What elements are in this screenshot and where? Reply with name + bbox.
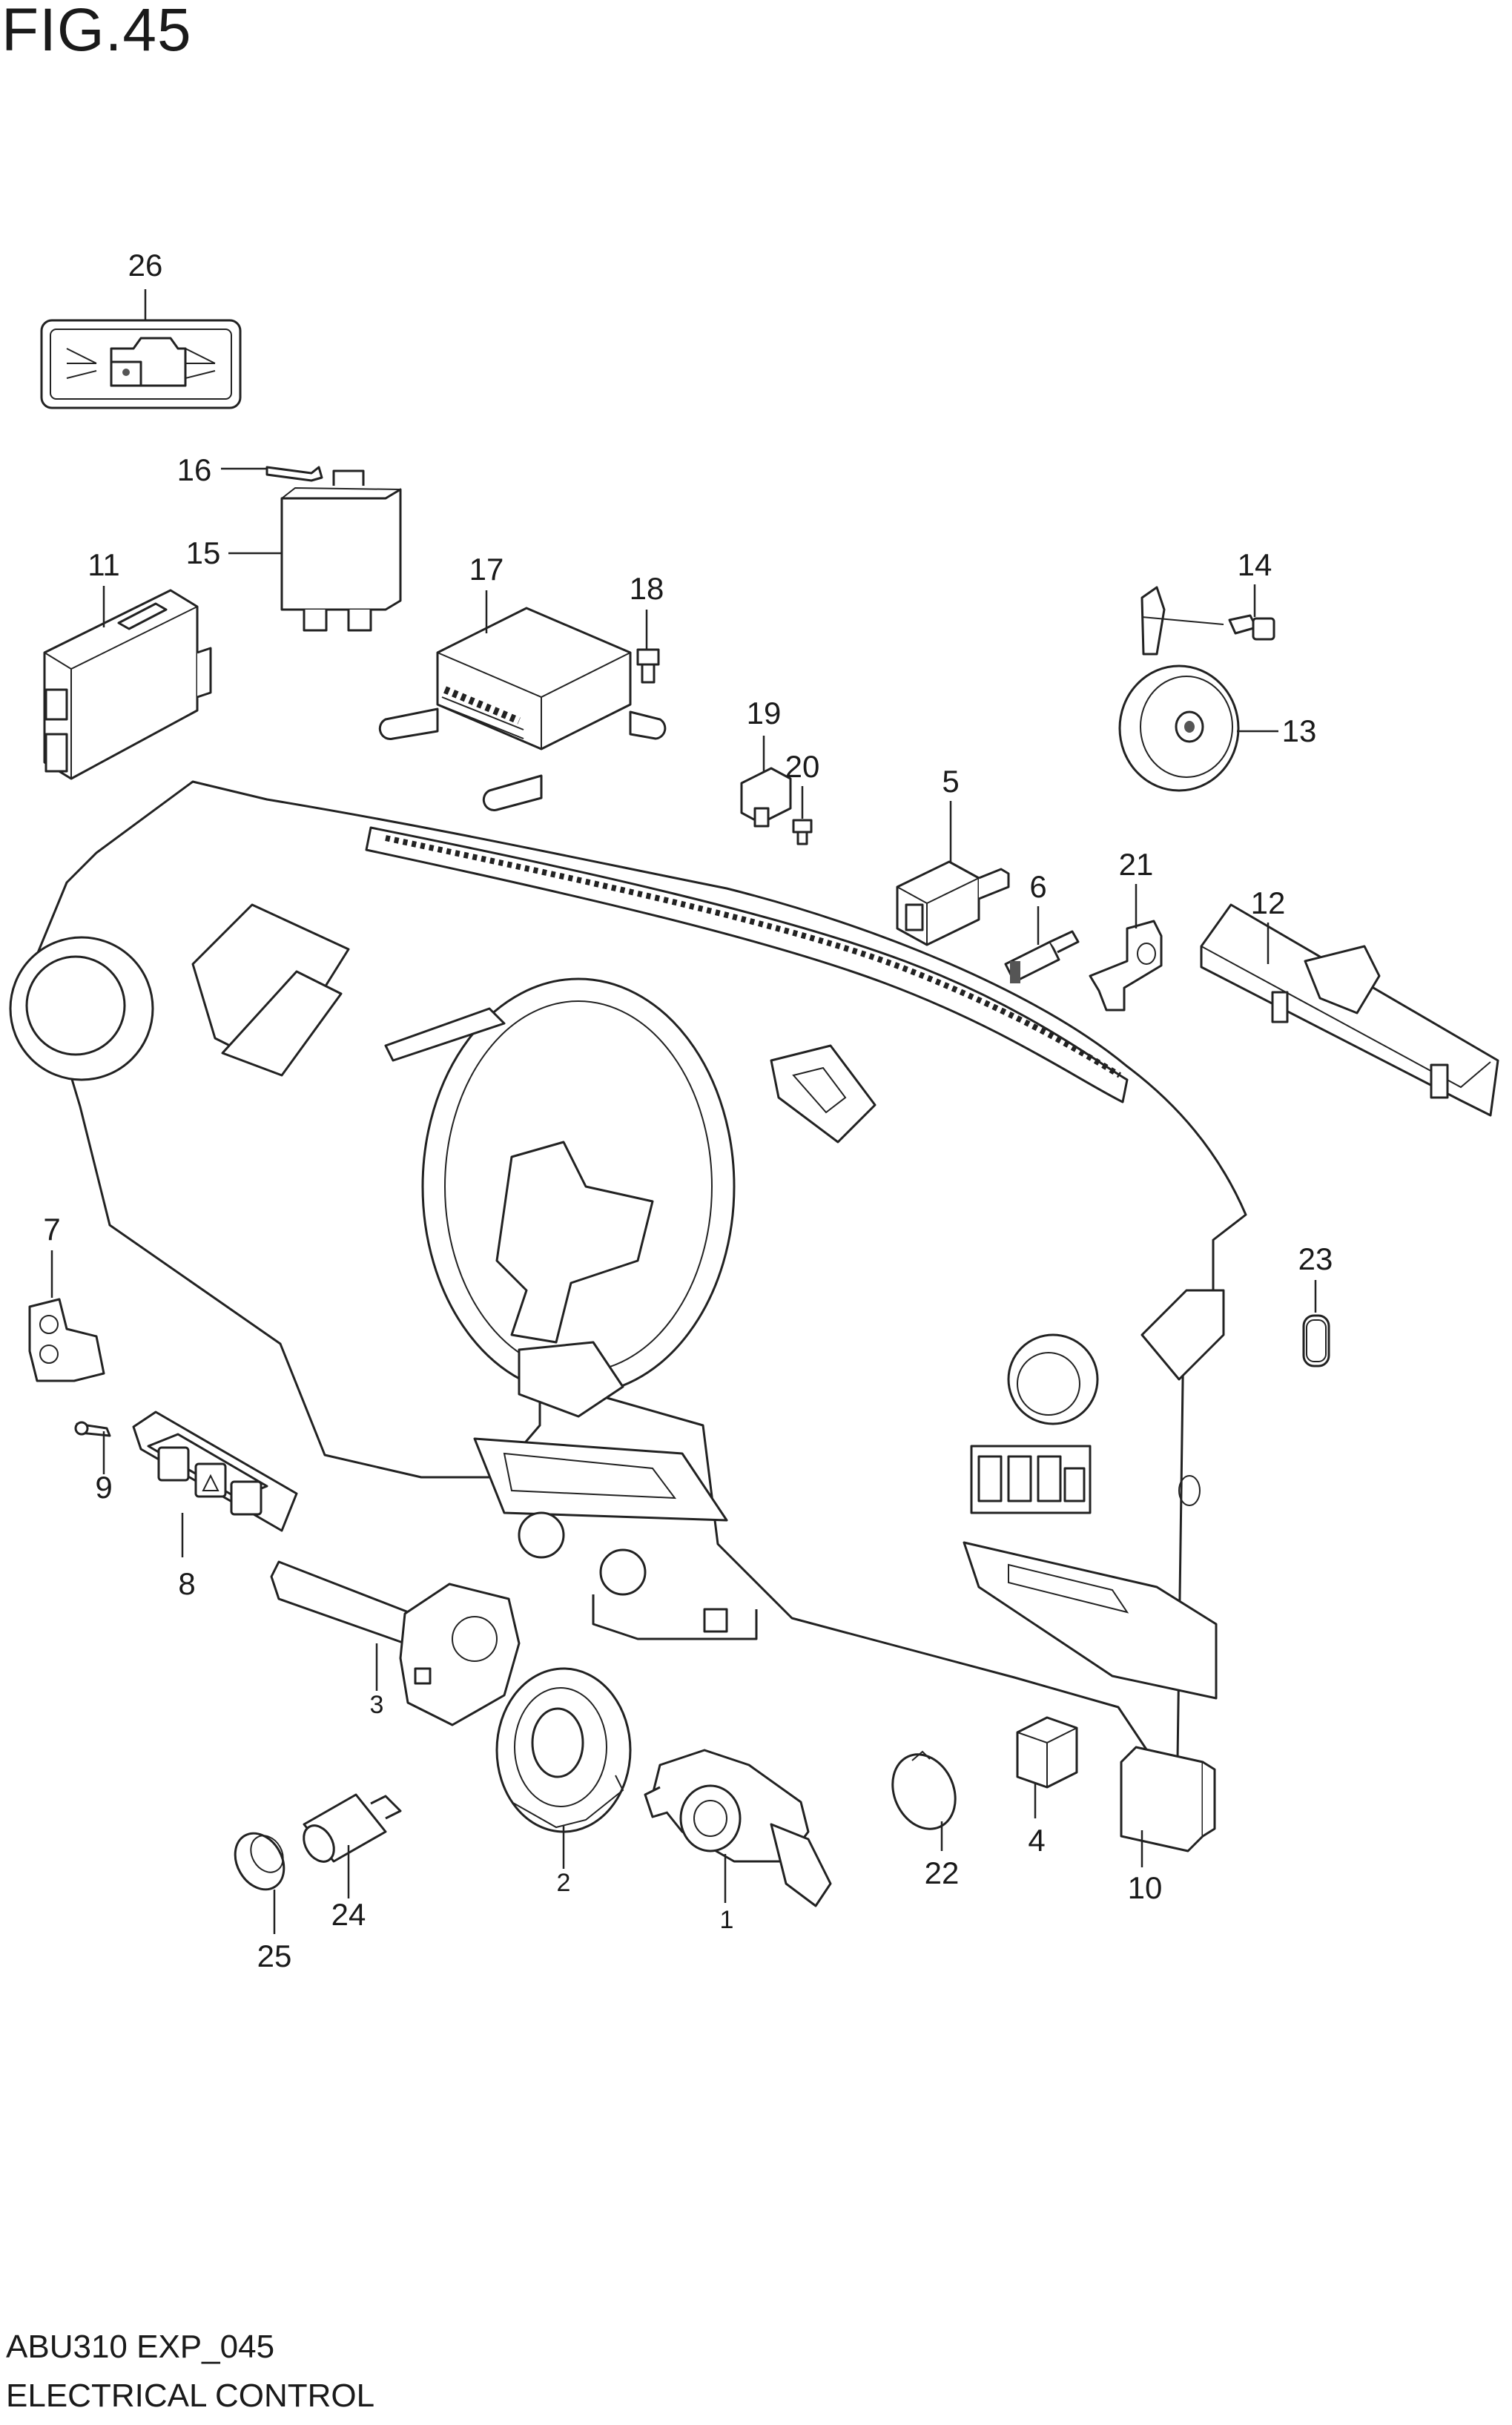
callout-4: 4 bbox=[1028, 1823, 1045, 1858]
callout-15: 15 bbox=[186, 535, 221, 570]
part-10-module[interactable] bbox=[1120, 1746, 1216, 1852]
part-12-control-unit[interactable] bbox=[1200, 903, 1499, 1117]
callout-2: 2 bbox=[557, 1869, 571, 1897]
part-13-horn[interactable] bbox=[1118, 586, 1240, 792]
part-23-plug[interactable] bbox=[1302, 1314, 1330, 1367]
part-4-switch[interactable] bbox=[1016, 1716, 1078, 1789]
part-21-sensor[interactable] bbox=[1089, 920, 1163, 1012]
part-25-cigarette-lighter[interactable] bbox=[225, 1824, 294, 1898]
part-17-airbag-module[interactable] bbox=[378, 607, 667, 811]
callout-24: 24 bbox=[331, 1897, 366, 1932]
model-code: ABU310 EXP_045 bbox=[6, 2329, 275, 2365]
callout-22: 22 bbox=[925, 1855, 960, 1890]
part-2-spiral-cable[interactable] bbox=[495, 1667, 632, 1833]
callout-3: 3 bbox=[370, 1691, 384, 1719]
part-11-ecu[interactable] bbox=[43, 589, 212, 780]
instrument-panel bbox=[9, 780, 1247, 1761]
part-16-screw[interactable] bbox=[265, 466, 323, 482]
part-3-combination-switch[interactable] bbox=[270, 1560, 521, 1726]
part-1-ignition-switch[interactable] bbox=[644, 1749, 832, 1907]
callout-9: 9 bbox=[95, 1470, 112, 1505]
callout-23: 23 bbox=[1298, 1241, 1333, 1276]
part-15-control-module[interactable] bbox=[280, 469, 402, 632]
callout-13: 13 bbox=[1282, 713, 1317, 748]
part-6-stop-switch[interactable] bbox=[1004, 930, 1080, 983]
callout-17: 17 bbox=[469, 552, 504, 587]
part-7-sensor[interactable] bbox=[28, 1298, 105, 1382]
callout-21: 21 bbox=[1119, 847, 1154, 882]
part-24-lighter-socket[interactable] bbox=[297, 1793, 402, 1867]
callout-10: 10 bbox=[1128, 1870, 1163, 1905]
callout-19: 19 bbox=[747, 696, 782, 730]
callout-12: 12 bbox=[1251, 885, 1286, 920]
callout-6: 6 bbox=[1029, 869, 1046, 904]
callout-8: 8 bbox=[178, 1566, 195, 1601]
part-8-hazard-switch[interactable] bbox=[132, 1411, 298, 1532]
figure-title: FIG.45 bbox=[1, 0, 192, 64]
part-19-sensor[interactable] bbox=[740, 767, 792, 828]
callout-26: 26 bbox=[128, 248, 163, 283]
part-20-bolt[interactable] bbox=[792, 819, 813, 845]
callout-7: 7 bbox=[43, 1212, 60, 1247]
part-26-warning-label[interactable] bbox=[40, 319, 242, 409]
callout-20: 20 bbox=[785, 749, 820, 784]
part-9-screw[interactable] bbox=[74, 1421, 111, 1437]
part-18-bolt[interactable] bbox=[636, 648, 660, 684]
callout-1: 1 bbox=[720, 1906, 734, 1934]
callout-5: 5 bbox=[942, 764, 959, 799]
callout-11: 11 bbox=[88, 547, 120, 582]
section-description: ELECTRICAL CONTROL bbox=[6, 2378, 375, 2414]
part-14-bolt[interactable] bbox=[1228, 614, 1275, 641]
part-5-brake-switch[interactable] bbox=[896, 860, 1010, 946]
callout-25: 25 bbox=[257, 1939, 292, 1973]
part-22-cap[interactable] bbox=[881, 1744, 966, 1839]
callout-14: 14 bbox=[1238, 547, 1272, 582]
callout-16: 16 bbox=[177, 452, 212, 487]
callout-18: 18 bbox=[630, 571, 664, 606]
